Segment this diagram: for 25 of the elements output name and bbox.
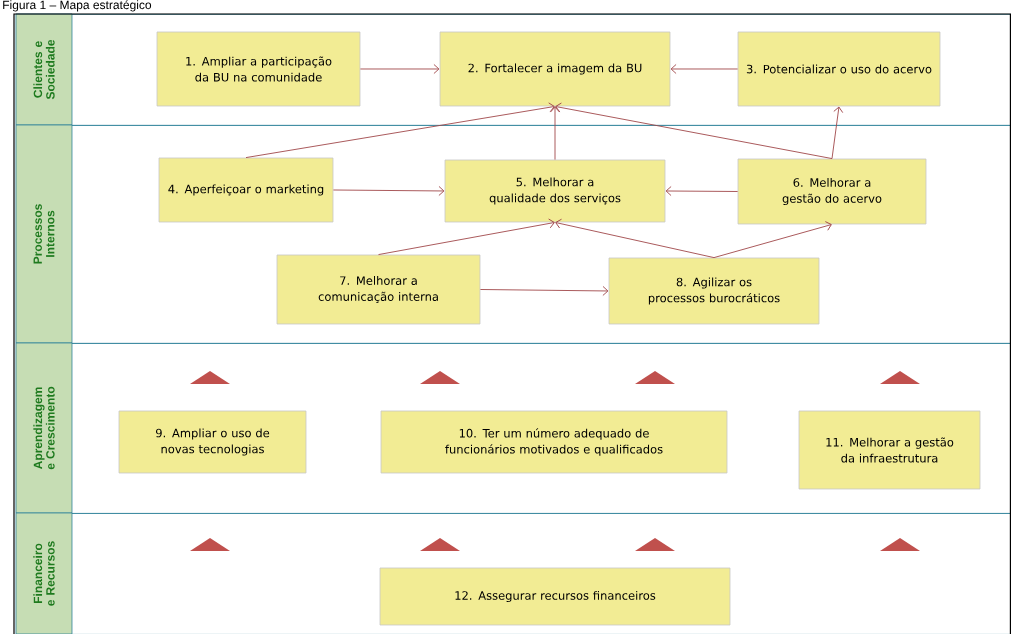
objective-box: 2. Fortalecer a imagem da BU: [439, 31, 671, 107]
objective-box: 12. Assegurar recursos financeiros: [379, 567, 731, 626]
objective-box: 7. Melhorar a comunicação interna: [276, 254, 481, 325]
objective-box: 11. Melhorar a gestão da infraestrutura: [798, 410, 981, 490]
objective-box: 9. Ampliar o uso de novas tecnologias: [118, 410, 307, 474]
arrow: [555, 102, 833, 160]
objective-box: 10. Ter um número adequado de funcionários motivados e qualificados: [380, 410, 728, 474]
arrow: [555, 218, 715, 259]
objective-box: 4. Aperfeiçoar o marketing: [158, 157, 334, 223]
objective-box: 1. Ampliar a participação da BU na comunidade: [156, 31, 361, 107]
arrow: [670, 64, 739, 74]
arrow: [665, 186, 739, 196]
arrow: [831, 106, 844, 160]
objective-box: 8. Agilizar os processos burocráticos: [608, 257, 820, 325]
arrow: [479, 286, 609, 296]
arrow: [245, 102, 555, 159]
arrow: [378, 218, 555, 256]
arrow: [713, 221, 832, 259]
objective-box: 3. Potencializar o uso do acervo: [737, 31, 941, 107]
figure-title: Figura 1 – Mapa estratégico: [3, 0, 152, 12]
arrow: [550, 106, 560, 161]
objective-box: 6. Melhorar a gestão do acervo: [737, 158, 927, 225]
arrow: [359, 64, 440, 74]
arrow: [332, 186, 445, 196]
objective-box: 5. Melhorar a qualidade dos serviços: [444, 159, 666, 223]
